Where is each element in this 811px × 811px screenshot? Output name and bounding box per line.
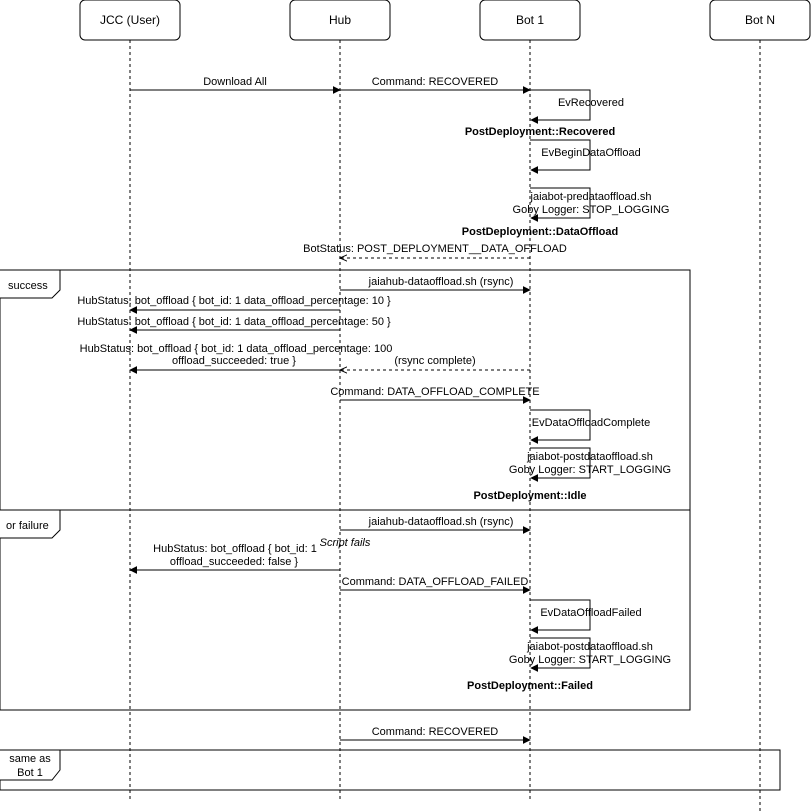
frame-label: success [8, 280, 48, 292]
message-label: Command: RECOVERED [372, 726, 499, 738]
lifelines [129, 40, 761, 811]
self-message-arrow [530, 89, 591, 124]
state-label: PostDeployment::DataOffload [462, 226, 618, 238]
frame-failure: or failure [0, 509, 691, 711]
actor-hub: Hub [289, 0, 391, 41]
self-message-arrow [530, 447, 591, 482]
message-label: jaiabot-predataoffload.sh [530, 191, 652, 203]
actor-box [479, 0, 581, 41]
frame-box [0, 749, 781, 791]
message-label: Command: DATA_OFFLOAD_FAILED [342, 576, 529, 588]
self-message-arrow [530, 187, 591, 222]
messages: Download All Command: RECOVERED EvRecove… [77, 76, 671, 744]
message-label: HubStatus: bot_offload { bot_id: 1 [153, 543, 317, 555]
actor-box [289, 0, 391, 41]
state-label: PostDeployment::Failed [467, 680, 593, 692]
frame-tab [0, 509, 61, 539]
message-label: EvDataOffloadFailed [540, 607, 641, 619]
actor-box [79, 0, 181, 41]
message-label: EvRecovered [558, 97, 624, 109]
actor-label: JCC (User) [100, 13, 160, 27]
message-label: EvBeginDataOffload [541, 147, 640, 159]
message-label: Goby Logger: START_LOGGING [509, 464, 671, 476]
message-label: Goby Logger: STOP_LOGGING [513, 204, 670, 216]
actors: JCC (User) Hub Bot 1 Bot N [79, 0, 811, 41]
actor-label: Bot N [745, 13, 775, 27]
frame-label: Bot 1 [17, 767, 43, 779]
message-label: jaiahub-dataoffload.sh (rsync) [368, 516, 514, 528]
frame-bot-n: same as Bot 1 [0, 749, 781, 791]
self-message-arrow [530, 637, 591, 672]
frame-tab [0, 749, 61, 781]
actor-box [709, 0, 811, 41]
message-label: offload_succeeded: false } [170, 556, 299, 568]
message-label: BotStatus: POST_DEPLOYMENT__DATA_OFFLOAD [303, 243, 567, 255]
message-label: Download All [203, 76, 267, 88]
actor-bot-n: Bot N [709, 0, 811, 41]
note-script-fails: Script fails [320, 537, 371, 549]
self-message-arrow [530, 139, 591, 174]
message-label: jaiahub-dataoffload.sh (rsync) [368, 276, 514, 288]
frame-label: same as [9, 753, 51, 765]
actor-label: Hub [329, 13, 351, 27]
actor-bot-1: Bot 1 [479, 0, 581, 41]
state-label: PostDeployment::Idle [473, 490, 586, 502]
message-label: Command: RECOVERED [372, 76, 499, 88]
message-label: jaiabot-postdataoffload.sh [526, 451, 653, 463]
frame-label: or failure [6, 520, 49, 532]
state-label: PostDeployment::Recovered [465, 126, 615, 138]
frame-box [0, 509, 691, 711]
message-label: Goby Logger: START_LOGGING [509, 654, 671, 666]
message-label: (rsync complete) [394, 355, 475, 367]
frames: success or failure same as Bot 1 [0, 269, 781, 791]
message-label: offload_succeeded: true } [172, 355, 296, 367]
message-label: HubStatus: bot_offload { bot_id: 1 data_… [77, 316, 391, 328]
self-message-arrow [530, 599, 591, 634]
message-label: jaiabot-postdataoffload.sh [526, 641, 653, 653]
self-message-arrow [530, 409, 591, 444]
actor-jcc: JCC (User) [79, 0, 181, 41]
message-label: HubStatus: bot_offload { bot_id: 1 data_… [77, 295, 391, 307]
actor-label: Bot 1 [516, 13, 544, 27]
message-label: HubStatus: bot_offload { bot_id: 1 data_… [80, 343, 393, 355]
message-label: EvDataOffloadComplete [532, 417, 650, 429]
frame-tab [0, 269, 61, 299]
message-label: Command: DATA_OFFLOAD_COMPLETE [330, 386, 539, 398]
